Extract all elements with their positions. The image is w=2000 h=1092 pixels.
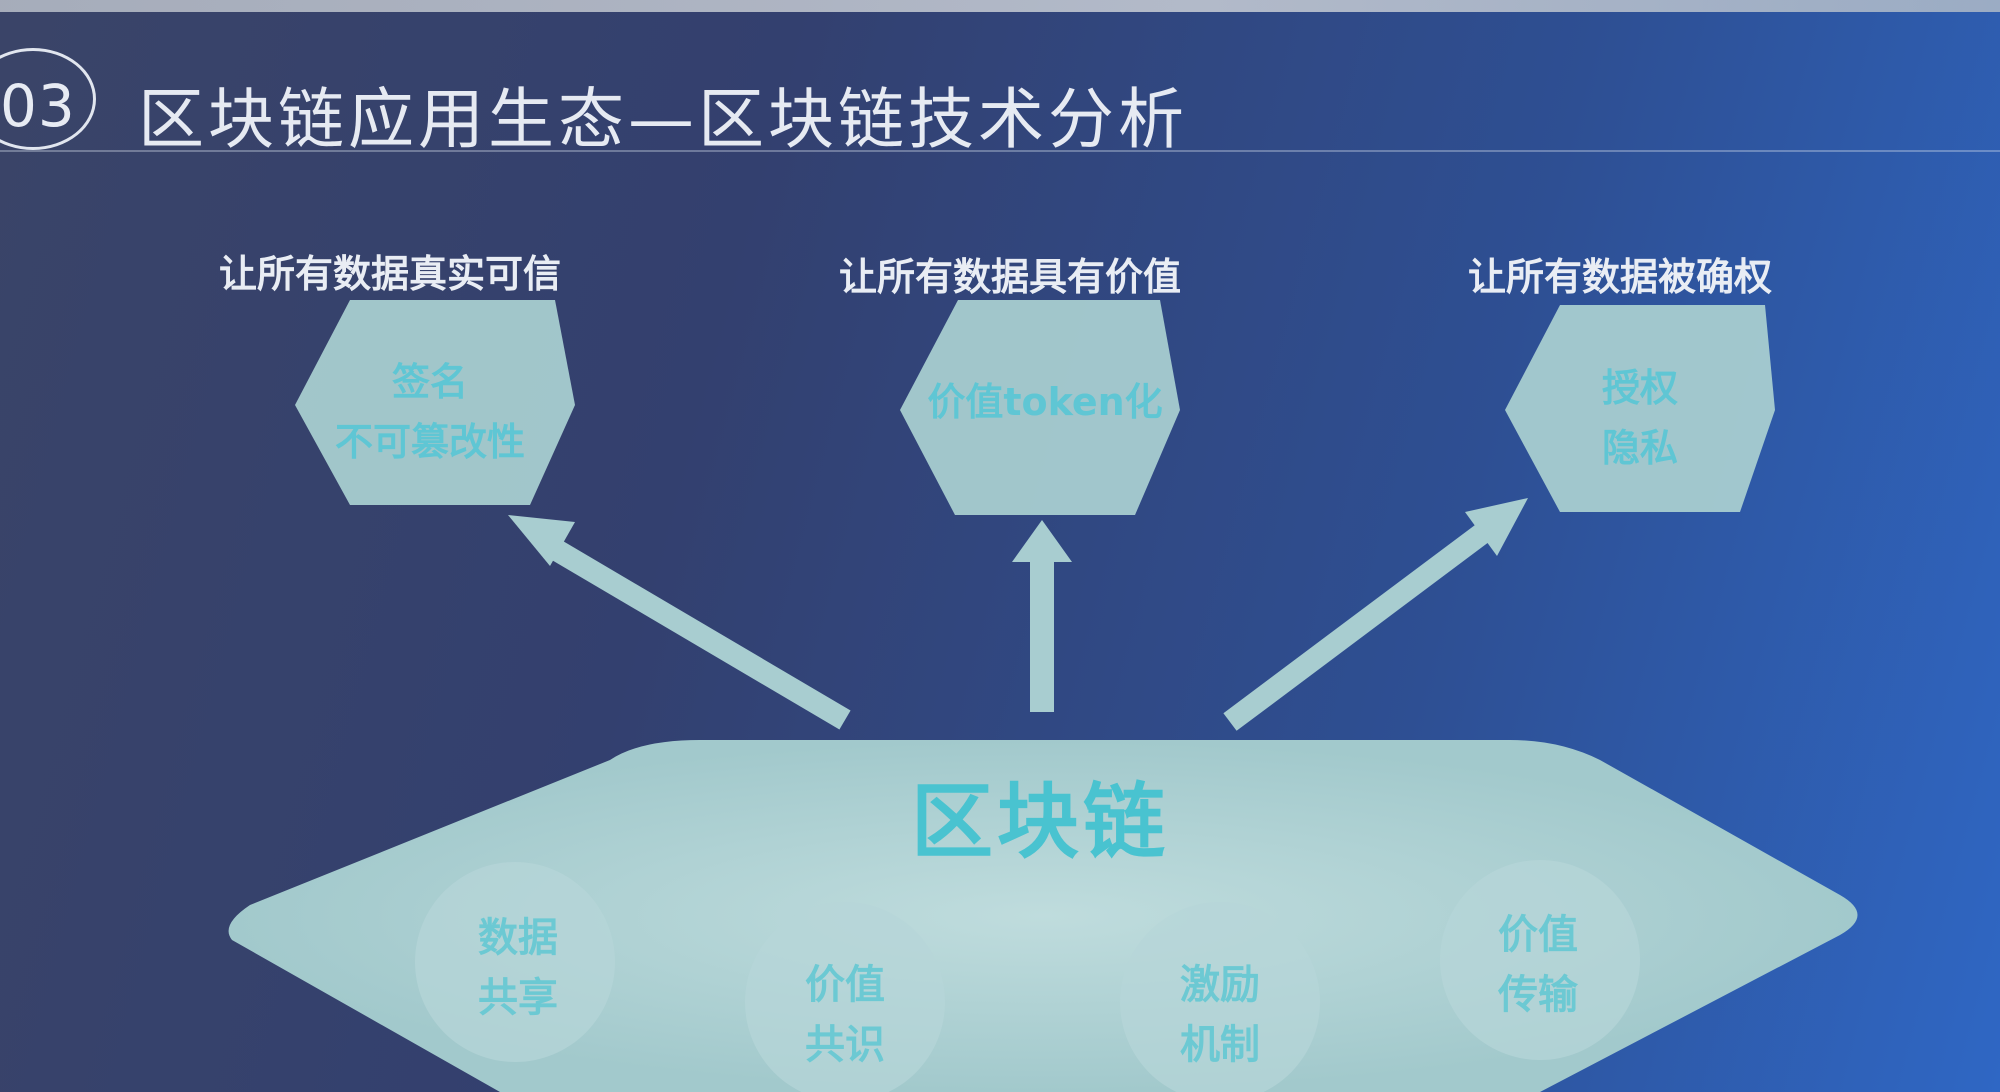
hex-ownership-line-2: 隐私 — [1601, 426, 1678, 470]
hex-value-line-1: 价值token化 — [927, 380, 1163, 424]
blockchain-core-label: 区块链 — [910, 775, 1169, 870]
goal-caption-trust: 让所有数据真实可信 — [218, 252, 561, 296]
goal-caption-ownership: 让所有数据被确权 — [1467, 255, 1772, 299]
hexagon-ownership-text: 授权 隐私 — [1500, 358, 1780, 478]
feature-4-line-2: 传输 — [1498, 972, 1578, 1018]
hexagon-trust — [295, 300, 575, 505]
arrow-to-value — [1012, 520, 1072, 712]
feature-circle-value-consensus — [745, 902, 945, 1092]
feature-value-consensus: 价值 共识 — [775, 955, 915, 1075]
title-divider — [0, 150, 2000, 152]
feature-data-sharing: 数据 共享 — [448, 908, 588, 1028]
screen-top-strip — [0, 0, 2000, 12]
feature-circle-incentive — [1120, 902, 1320, 1092]
feature-1-line-1: 数据 — [478, 915, 558, 961]
arrow-to-trust — [508, 515, 851, 730]
feature-2-line-1: 价值 — [805, 962, 885, 1008]
feature-value-transfer: 价值 传输 — [1468, 905, 1608, 1025]
arrow-to-ownership — [1223, 498, 1528, 731]
feature-circle-value-transfer — [1440, 860, 1640, 1060]
section-number-circle — [0, 48, 96, 150]
feature-3-line-2: 机制 — [1180, 1022, 1260, 1068]
feature-circle-data-sharing — [415, 862, 615, 1062]
feature-2-line-2: 共识 — [805, 1022, 885, 1068]
feature-3-line-1: 激励 — [1180, 962, 1260, 1008]
hexagon-value — [900, 300, 1180, 515]
feature-incentive: 激励 机制 — [1150, 955, 1290, 1075]
feature-4-line-1: 价值 — [1498, 912, 1578, 958]
hexagon-trust-text: 签名 不可篡改性 — [290, 352, 570, 472]
hex-trust-line-1: 签名 — [391, 360, 468, 404]
slide-title: 区块链应用生态—区块链技术分析 — [138, 81, 1188, 158]
feature-1-line-2: 共享 — [478, 975, 558, 1021]
goal-caption-value: 让所有数据具有价值 — [838, 255, 1181, 299]
hexagon-ownership — [1505, 305, 1775, 512]
hexagon-value-text: 价值token化 — [895, 372, 1195, 432]
hex-ownership-line-1: 授权 — [1601, 366, 1678, 410]
section-number: 03 — [0, 72, 76, 140]
hex-trust-line-2: 不可篡改性 — [334, 420, 525, 464]
